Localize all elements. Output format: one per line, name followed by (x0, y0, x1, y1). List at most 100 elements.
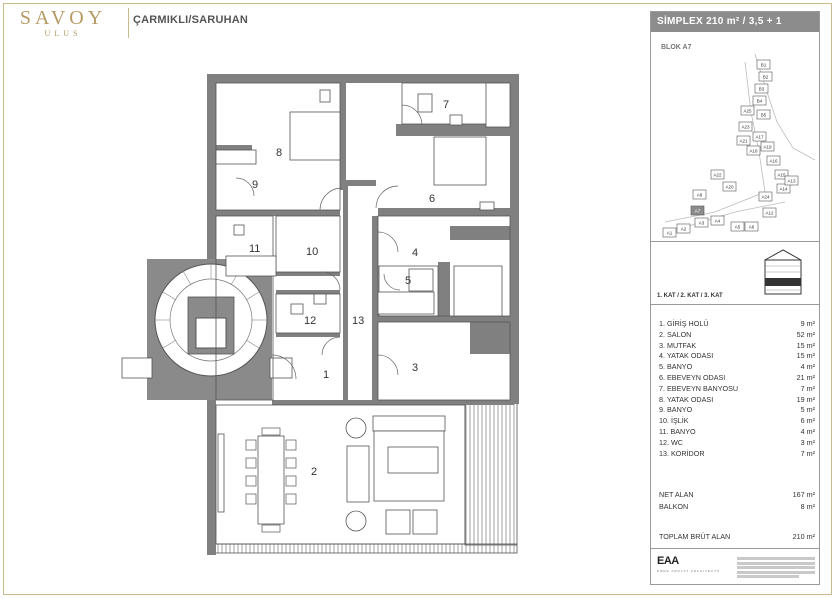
room-number-12: 12 (304, 315, 316, 327)
logo-name: SAVOY (19, 7, 107, 29)
site-block-a21 (736, 135, 751, 146)
room-name: 13. KORİDOR (659, 448, 705, 458)
site-block-b4 (752, 95, 767, 106)
site-block-label: A1 (667, 231, 673, 236)
floors-label: 1. KAT / 2. KAT / 3. KAT (657, 293, 723, 299)
site-block-a6 (744, 221, 759, 232)
site-block-a1 (662, 227, 677, 238)
site-block-a23 (738, 121, 753, 132)
site-block-b2 (758, 71, 773, 82)
site-block-a2 (676, 223, 691, 234)
site-block-a15 (774, 169, 789, 180)
site-block-a20 (722, 181, 737, 192)
room-area: 4 m² (800, 362, 815, 372)
site-block-b1 (756, 59, 771, 70)
room-number-8: 8 (276, 147, 282, 159)
dining-table (257, 435, 285, 525)
site-block-label: A23 (741, 125, 750, 130)
site-block-label: A7 (695, 209, 701, 214)
room-name: 2. SALON (659, 329, 692, 339)
room-area: 5 m² (800, 405, 815, 415)
site-block-label: A3 (699, 221, 705, 226)
room-row: 9. BANYO 5 m² (659, 405, 815, 416)
room-area: 21 m² (796, 372, 815, 382)
room-name: 10. İŞLİK (659, 416, 689, 426)
page-frame (3, 3, 832, 595)
separator-2 (651, 304, 819, 305)
bed-8 (289, 111, 341, 161)
unit-title: SİMPLEX 210 m² / 3,5 + 1 (651, 12, 819, 32)
summary-row-balcony: BALKON 8 m² (659, 501, 815, 511)
site-block-label: B3 (759, 87, 765, 92)
area-summary: NET ALAN 167 m² BALKON 8 m² (659, 489, 815, 512)
site-block-a25 (740, 105, 755, 116)
separator-3 (651, 548, 819, 549)
room-number-9: 9 (252, 179, 258, 191)
room-number-13: 13 (352, 315, 364, 327)
site-block-a12 (762, 207, 777, 218)
room-name: 12. WC (659, 437, 683, 447)
site-block-label: B1 (761, 63, 767, 68)
site-block-label: A24 (761, 195, 770, 200)
site-block-label: A17 (755, 135, 764, 140)
logo-subname: ULUS (44, 29, 82, 38)
room-area: 52 m² (796, 329, 815, 339)
site-block-label: A20 (725, 185, 734, 190)
room-area: 4 m² (800, 426, 815, 436)
total-label: TOPLAM BRÜT ALAN (659, 532, 731, 541)
disclaimer-text (737, 557, 815, 580)
room-number-10: 10 (306, 246, 318, 258)
room-area: 6 m² (800, 416, 815, 426)
separator-1 (651, 241, 819, 242)
site-block-a18 (746, 145, 761, 156)
site-block-label: A16 (769, 159, 778, 164)
tv-unit (346, 445, 370, 503)
room-row: 3. MUTFAK 15 m² (659, 341, 815, 352)
site-block-label: B4 (757, 99, 763, 104)
room-name: 9. BANYO (659, 405, 693, 415)
site-block-label: A5 (735, 225, 741, 230)
site-block-label: A2 (681, 227, 687, 232)
balcony-deck (464, 402, 518, 546)
site-block-a19 (760, 141, 775, 152)
room-area: 15 m² (796, 340, 815, 350)
summary-row-net: NET ALAN 167 m² (659, 490, 815, 499)
total-area: TOPLAM BRÜT ALAN 210 m² (659, 532, 815, 543)
shower-5 (408, 268, 434, 292)
site-block-label: A21 (739, 139, 748, 144)
site-block-a16 (766, 155, 781, 166)
architect-subtitle: EMRE AROLAT ARCHITECTS (657, 569, 720, 573)
site-block-a8 (692, 189, 707, 200)
coffee-table (387, 446, 439, 474)
terrace-deck (214, 543, 518, 554)
bed-4 (453, 265, 503, 317)
site-block-a22 (710, 169, 725, 180)
site-block-label: A25 (743, 109, 752, 114)
site-block-a5 (730, 221, 745, 232)
room-number-1: 1 (323, 369, 329, 381)
room-name: 7. EBEVEYN BANYOSU (659, 383, 739, 393)
site-block-a13 (784, 175, 799, 186)
room-number-3: 3 (412, 362, 418, 374)
bathtub (485, 82, 511, 128)
site-block-label: A12 (765, 211, 774, 216)
site-block-label: A14 (779, 187, 788, 192)
room-number-4: 4 (412, 247, 418, 259)
total-value: 210 m² (792, 532, 815, 541)
site-block-label: A4 (715, 219, 721, 224)
site-plan-map: B1B2B3B4A25B5A23A21A18A19A17A16A15A22A20… (662, 53, 816, 238)
room-area: 9 m² (800, 319, 815, 328)
room-name: 3. MUTFAK (659, 340, 697, 350)
site-block-label: A13 (787, 179, 796, 184)
site-block-a7 (690, 205, 705, 216)
site-block-a14 (776, 183, 791, 194)
